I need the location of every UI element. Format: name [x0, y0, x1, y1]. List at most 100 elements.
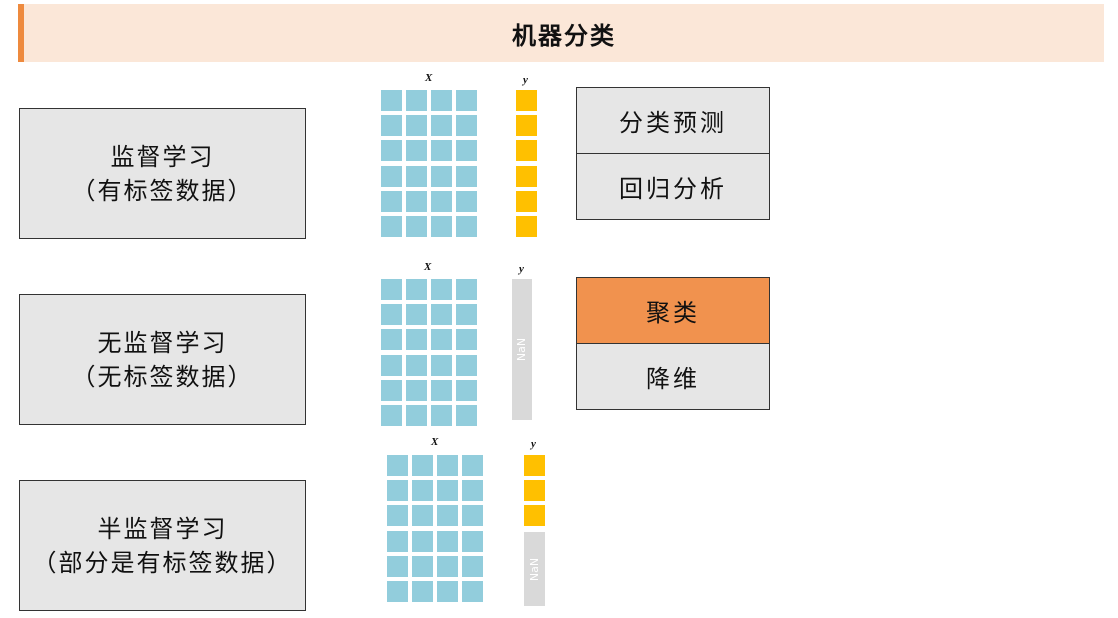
feature-cell — [387, 530, 408, 552]
feature-cell — [381, 165, 402, 187]
label-cell — [516, 190, 537, 212]
feature-cell — [381, 279, 402, 300]
feature-cell — [406, 354, 427, 376]
y-vector-label: y — [523, 74, 528, 86]
task-label: 分类预测 — [619, 109, 727, 137]
task-regression: 回归分析 — [576, 153, 770, 220]
category-semi-supervised: 半监督学习 （部分是有标签数据） — [19, 480, 306, 611]
page-title: 机器分类 — [512, 20, 616, 50]
task-classification: 分类预测 — [576, 87, 770, 154]
feature-cell — [387, 555, 408, 577]
feature-cell — [456, 405, 477, 426]
feature-cell — [406, 329, 427, 351]
feature-cell — [406, 190, 427, 212]
feature-cell — [437, 505, 458, 527]
category-supervised: 监督学习 （有标签数据） — [19, 108, 306, 239]
feature-cell — [381, 304, 402, 326]
feature-cell — [462, 555, 483, 577]
feature-cell — [412, 530, 433, 552]
feature-cell — [412, 480, 433, 502]
feature-cell — [431, 329, 452, 351]
feature-cell — [456, 140, 477, 162]
feature-cell — [406, 304, 427, 326]
feature-cell — [387, 505, 408, 527]
feature-cell — [381, 379, 402, 401]
feature-cell — [456, 329, 477, 351]
feature-cell — [431, 115, 452, 137]
task-label: 降维 — [646, 365, 700, 393]
nan-label-vector: NaN — [512, 279, 532, 420]
feature-cell — [456, 190, 477, 212]
feature-cell — [381, 115, 402, 137]
feature-cell — [406, 90, 427, 111]
feature-cell — [381, 140, 402, 162]
feature-cell — [431, 90, 452, 111]
nan-label-vector: NaN — [524, 532, 545, 606]
feature-cell — [437, 530, 458, 552]
task-clustering: 聚类 — [576, 277, 770, 344]
category-name: 无监督学习 — [97, 328, 228, 357]
label-cell — [516, 90, 537, 111]
feature-cell — [406, 216, 427, 237]
category-name: 监督学习 — [110, 142, 215, 171]
feature-cell — [406, 379, 427, 401]
feature-cell — [387, 581, 408, 602]
feature-cell — [437, 480, 458, 502]
category-description: （有标签数据） — [71, 176, 254, 205]
feature-cell — [456, 90, 477, 111]
task-label: 聚类 — [646, 299, 700, 327]
feature-cell — [431, 405, 452, 426]
feature-cell — [456, 279, 477, 300]
feature-cell — [381, 216, 402, 237]
feature-cell — [437, 455, 458, 476]
feature-cell — [431, 190, 452, 212]
feature-cell — [381, 354, 402, 376]
title-bar: 机器分类 — [18, 4, 1104, 62]
label-cell — [524, 505, 545, 527]
nan-label: NaN — [515, 337, 529, 362]
feature-cell — [412, 555, 433, 577]
feature-cell — [431, 216, 452, 237]
feature-cell — [406, 405, 427, 426]
feature-cell — [412, 455, 433, 476]
category-name: 半监督学习 — [97, 514, 228, 543]
x-matrix-label: X — [431, 436, 439, 448]
feature-cell — [431, 279, 452, 300]
feature-cell — [462, 455, 483, 476]
feature-cell — [456, 165, 477, 187]
feature-cell — [431, 354, 452, 376]
category-description: （部分是有标签数据） — [32, 548, 293, 577]
feature-cell — [456, 304, 477, 326]
task-dimensionality-reduction: 降维 — [576, 343, 770, 410]
feature-cell — [456, 379, 477, 401]
label-cell — [516, 165, 537, 187]
task-label: 回归分析 — [619, 175, 727, 203]
feature-cell — [406, 140, 427, 162]
label-cell — [516, 140, 537, 162]
feature-cell — [431, 140, 452, 162]
feature-cell — [431, 304, 452, 326]
feature-cell — [437, 581, 458, 602]
feature-cell — [462, 530, 483, 552]
feature-cell — [431, 379, 452, 401]
label-cell — [516, 216, 537, 237]
feature-cell — [456, 216, 477, 237]
label-cell — [524, 480, 545, 502]
label-cell — [524, 455, 545, 476]
feature-cell — [381, 329, 402, 351]
feature-cell — [387, 455, 408, 476]
feature-cell — [462, 505, 483, 527]
category-unsupervised: 无监督学习 （无标签数据） — [19, 294, 306, 425]
feature-cell — [406, 165, 427, 187]
feature-cell — [406, 115, 427, 137]
feature-cell — [462, 480, 483, 502]
nan-label: NaN — [528, 557, 542, 581]
feature-cell — [437, 555, 458, 577]
feature-cell — [431, 165, 452, 187]
feature-cell — [412, 505, 433, 527]
feature-cell — [462, 581, 483, 602]
feature-cell — [387, 480, 408, 502]
feature-cell — [381, 405, 402, 426]
category-description: （无标签数据） — [71, 362, 254, 391]
x-matrix-label: X — [425, 72, 433, 84]
